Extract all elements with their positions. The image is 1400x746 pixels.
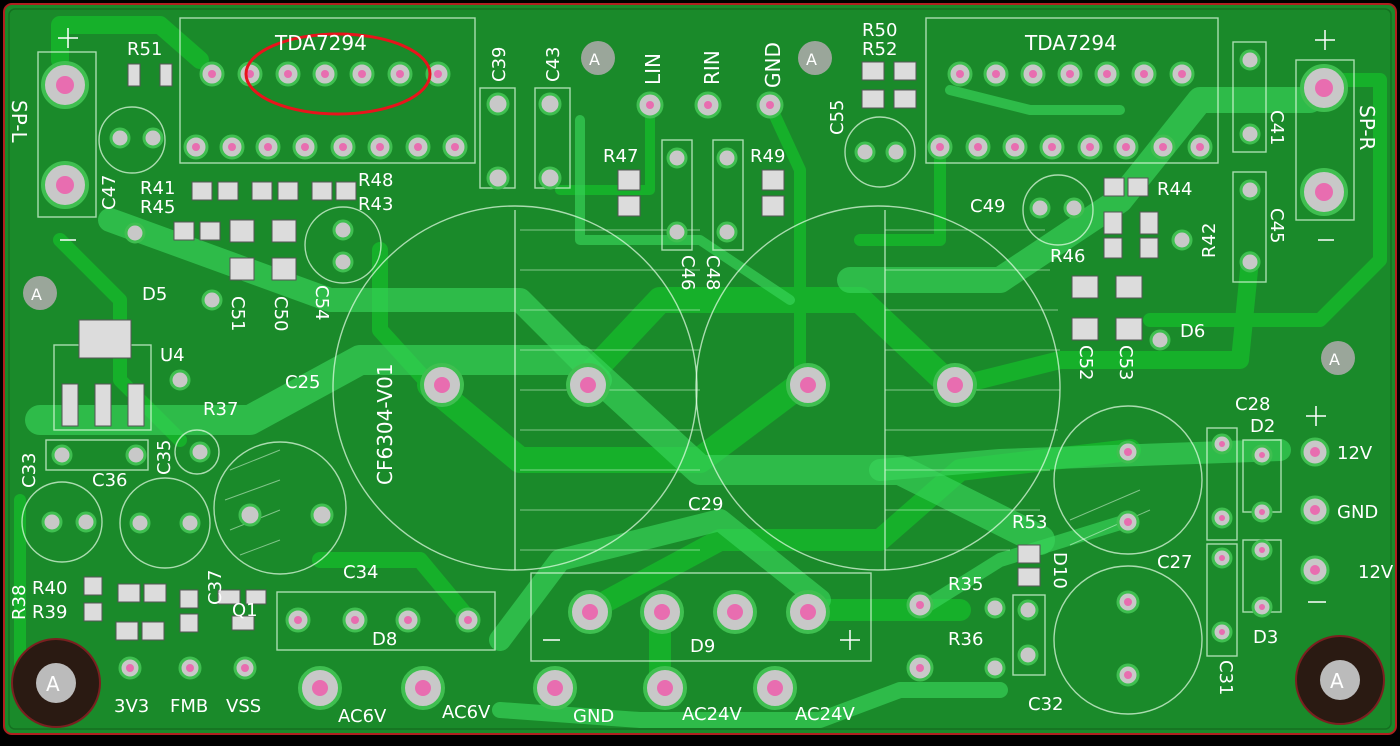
- ac24v-1-label: AC24V: [682, 704, 742, 725]
- ac6v-1-label: AC6V: [338, 706, 387, 727]
- ref-d6: D6: [1180, 321, 1205, 342]
- ref-r42: R42: [1199, 223, 1220, 258]
- ref-r47: R47: [603, 146, 638, 167]
- ref-c51: C51: [227, 296, 248, 331]
- polarity-hatch: [224, 229, 1151, 556]
- mount-label: A: [31, 285, 42, 304]
- ref-d2: D2: [1250, 416, 1275, 437]
- v12-bottom-label: 12V: [1358, 562, 1394, 583]
- ref-r41: R41: [140, 178, 175, 199]
- highlight-ellipse: [244, 32, 432, 116]
- cap-c29-outline: [695, 205, 1061, 571]
- ref-c49: C49: [970, 196, 1005, 217]
- ref-c27: C27: [1157, 552, 1192, 573]
- gnd-bottom-label: GND: [573, 706, 614, 727]
- ref-c50: C50: [270, 296, 291, 331]
- th-pads: [41, 49, 1348, 710]
- ref-r44: R44: [1157, 179, 1192, 200]
- ref-c45: C45: [1266, 208, 1287, 243]
- ref-c35: C35: [154, 440, 175, 475]
- ref-r48: R48: [358, 170, 393, 191]
- vss-label: VSS: [226, 696, 261, 717]
- ref-r43: R43: [358, 194, 393, 215]
- ref-c36: C36: [92, 470, 127, 491]
- fmb-label: FMB: [170, 696, 208, 717]
- gnd-top-label: GND: [761, 42, 785, 88]
- silk-labels: TDA7294 TDA7294 SP-L SP-R LIN RIN GND CF…: [7, 20, 1394, 727]
- cap-main-label: CF6304-V01: [373, 363, 397, 485]
- mounting-holes: [11, 41, 1385, 728]
- ref-r35: R35: [948, 574, 983, 595]
- ref-c47: C47: [99, 175, 120, 210]
- board-keepout: [8, 8, 1392, 730]
- mount-label: A: [46, 672, 60, 696]
- ref-r52: R52: [862, 39, 897, 60]
- ref-r49: R49: [750, 146, 785, 167]
- mount-label: A: [1329, 350, 1340, 369]
- p3v3-label: 3V3: [114, 696, 149, 717]
- ref-r51: R51: [127, 39, 162, 60]
- ref-c37: C37: [205, 570, 226, 605]
- ref-c28: C28: [1235, 394, 1270, 415]
- ref-c54: C54: [311, 285, 332, 320]
- sp-r-label: SP-R: [1355, 105, 1379, 151]
- ref-u4: U4: [160, 345, 185, 366]
- ac6v-2-label: AC6V: [442, 702, 491, 723]
- mount-label: A: [806, 50, 817, 69]
- ref-c25: C25: [285, 372, 320, 393]
- smd-pads: [61, 61, 1159, 641]
- ref-c34: C34: [343, 562, 378, 583]
- ac24v-2-label: AC24V: [795, 704, 855, 725]
- ref-d9: D9: [690, 636, 715, 657]
- ref-c55: C55: [827, 100, 848, 135]
- ref-c46: C46: [677, 255, 698, 290]
- silkscreen-outlines: [21, 17, 1355, 715]
- ref-r37: R37: [203, 399, 238, 420]
- ref-d10: D10: [1049, 552, 1070, 589]
- v12-top-label: 12V: [1337, 443, 1373, 464]
- ref-r36: R36: [948, 629, 983, 650]
- mount-label: A: [589, 50, 600, 69]
- ref-c52: C52: [1075, 345, 1096, 380]
- ref-q1: Q1: [232, 600, 258, 621]
- ic-right-label: TDA7294: [1024, 31, 1117, 55]
- ref-r38: R38: [9, 585, 30, 620]
- ref-c39: C39: [489, 47, 510, 82]
- ref-c31: C31: [1215, 660, 1236, 695]
- ref-r45: R45: [140, 197, 175, 218]
- lin-label: LIN: [641, 53, 665, 85]
- ref-r46: R46: [1050, 246, 1085, 267]
- polarity-marks: [58, 28, 1335, 650]
- ref-c29: C29: [688, 494, 723, 515]
- ref-c53: C53: [1115, 345, 1136, 380]
- ic-left-label: TDA7294: [274, 31, 367, 55]
- sp-l-label: SP-L: [7, 100, 31, 144]
- gnd-right-label: GND: [1337, 502, 1378, 523]
- ref-c32: C32: [1028, 694, 1063, 715]
- ref-d3: D3: [1253, 627, 1278, 648]
- ref-r53: R53: [1012, 512, 1047, 533]
- rin-label: RIN: [700, 50, 724, 85]
- ref-d8: D8: [372, 629, 397, 650]
- ref-r39: R39: [32, 602, 67, 623]
- ref-r40: R40: [32, 578, 67, 599]
- ref-r50: R50: [862, 20, 897, 41]
- ref-c33: C33: [19, 453, 40, 488]
- ref-c43: C43: [543, 47, 564, 82]
- u4-tab: [78, 319, 132, 359]
- ref-d5: D5: [142, 284, 167, 305]
- mount-label: A: [1330, 669, 1344, 693]
- ref-c48: C48: [702, 255, 723, 290]
- ref-c41: C41: [1266, 110, 1287, 145]
